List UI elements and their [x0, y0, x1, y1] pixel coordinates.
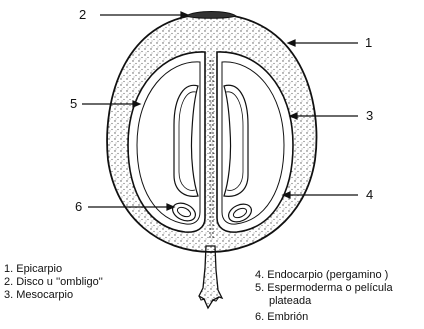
legend-item-espermoderma-cont: plateada — [255, 295, 393, 308]
navel-disc — [186, 12, 236, 19]
legend-right: 4. Endocarpio (pergamino ) 5. Espermoder… — [255, 269, 393, 324]
legend-item-endocarpio: 4. Endocarpio (pergamino ) — [255, 269, 393, 282]
legend-item-disco: 2. Disco u ''ombligo'' — [4, 276, 103, 289]
stalk — [199, 246, 222, 308]
legend-left: 1. Epicarpio 2. Disco u ''ombligo'' 3. M… — [4, 263, 103, 302]
callout-2: 2 — [79, 8, 86, 22]
callout-3: 3 — [366, 109, 373, 123]
legend-item-espermoderma: 5. Espermoderma o película — [255, 282, 393, 295]
callout-6: 6 — [75, 200, 82, 214]
callout-5: 5 — [70, 97, 77, 111]
callout-1: 1 — [365, 36, 372, 50]
legend-item-mesocarpio: 3. Mesocarpio — [4, 289, 103, 302]
legend-item-epicarpio: 1. Epicarpio — [4, 263, 103, 276]
callout-4: 4 — [366, 188, 373, 202]
legend-item-embrion: 6. Embrión — [255, 311, 393, 324]
